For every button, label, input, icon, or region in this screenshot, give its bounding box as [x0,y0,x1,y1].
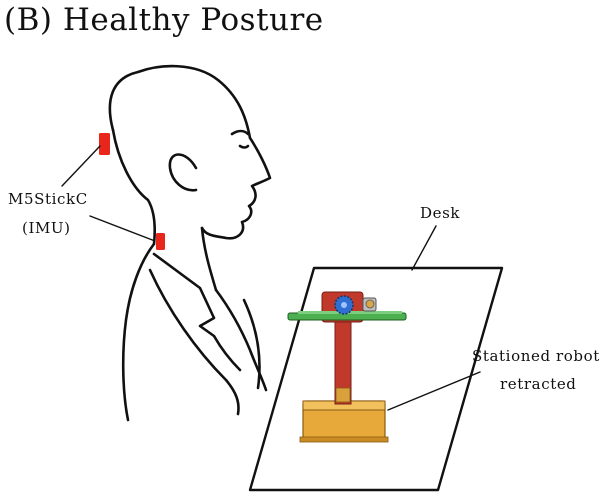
robot-label-line2: retracted [500,375,577,393]
head-outline [108,64,272,240]
collar-right [214,288,268,392]
ear [168,153,198,192]
sensor-label-line2: (IMU) [22,219,71,237]
leader-line-head [61,145,101,187]
imu-sensor-head [99,133,110,155]
motor-cap [365,299,375,309]
gear-hub [341,302,347,308]
imu-sensor-neck [156,233,165,250]
collar [152,252,242,372]
arm-curve [148,268,240,416]
leader-line-neck [89,215,156,242]
robot-base-foot [299,436,389,443]
leader-line-desk [411,225,437,271]
figure-title: (B) Healthy Posture [4,2,324,38]
back-and-shoulder [121,242,156,422]
front-of-neck [200,226,218,292]
eyebrow [230,129,250,136]
desk-surface [248,266,504,492]
sensor-label-line1: M5StickC [8,190,88,208]
torso-front [242,298,261,390]
robot-label-line1: Stationed robot [472,347,600,365]
stationed-robot [287,291,407,443]
leader-line-robot [387,371,481,411]
robot-arm-bracket [335,387,351,403]
eye [238,144,250,149]
back-of-head [111,128,157,246]
desk-label: Desk [420,204,460,222]
person-silhouette [108,64,272,422]
